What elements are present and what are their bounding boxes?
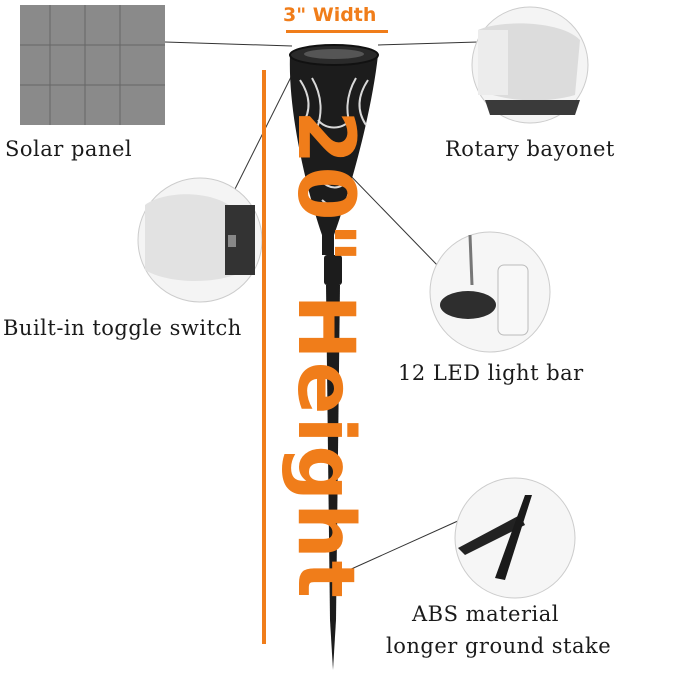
led-bar-connector bbox=[344, 169, 441, 269]
stake-connector bbox=[337, 519, 461, 576]
width-dimension-line bbox=[286, 30, 388, 33]
stake-inset bbox=[454, 477, 576, 599]
solar-panel-label: Solar panel bbox=[5, 137, 133, 161]
led-bar-label: 12 LED light bar bbox=[398, 361, 584, 385]
toggle-switch-inset bbox=[137, 177, 263, 303]
rotary-bayonet-label: Rotary bayonet bbox=[445, 137, 615, 161]
solar-panel-connector bbox=[164, 41, 293, 47]
rotary-bayonet-connector bbox=[377, 41, 479, 46]
height-dimension-label: 20" Height bbox=[280, 110, 370, 600]
stake-tip bbox=[330, 620, 336, 670]
height-dimension-line bbox=[262, 70, 266, 644]
torch-stake bbox=[326, 285, 340, 620]
stake-label-line1: ABS material bbox=[412, 602, 559, 626]
torch-head bbox=[289, 44, 379, 255]
torch-collar bbox=[324, 255, 342, 285]
stake-label-line2: longer ground stake bbox=[386, 634, 612, 658]
solar-panel-inset bbox=[20, 5, 165, 125]
width-dimension-label: 3" Width bbox=[283, 4, 377, 26]
led-bar-inset bbox=[429, 231, 551, 353]
toggle-switch-label: Built-in toggle switch bbox=[3, 316, 242, 340]
rotary-bayonet-inset bbox=[471, 6, 589, 124]
